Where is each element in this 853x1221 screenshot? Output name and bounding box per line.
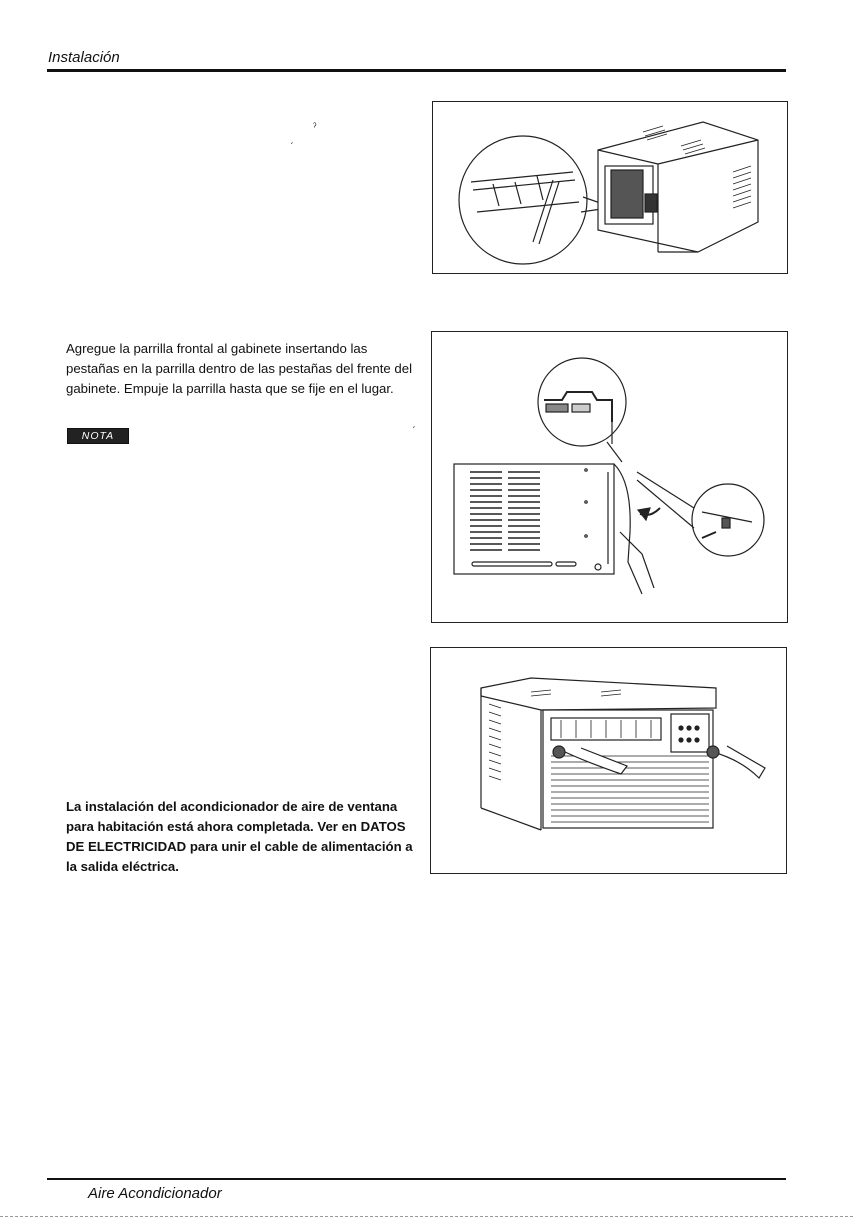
page-edge <box>0 1216 853 1217</box>
figure-attach-grille <box>431 331 788 623</box>
footer-product-name: Aire Acondicionador <box>88 1185 222 1202</box>
step-3-completion-text: La instalación del acondicionador de air… <box>66 799 413 874</box>
step-2-instruction: Agregue la parrilla frontal al gabinete … <box>66 341 413 396</box>
header-rule <box>47 69 786 72</box>
stray-mark: ˀ <box>313 122 317 133</box>
stray-mark: ˏ <box>290 134 294 145</box>
figure-2-illustration <box>453 357 765 595</box>
note-badge: NOTA <box>67 428 129 444</box>
stray-mark: ˏ <box>412 418 416 429</box>
figure-1-illustration <box>458 121 759 265</box>
figure-installation-complete <box>430 647 787 874</box>
footer-rule <box>47 1178 786 1180</box>
figure-3-illustration <box>480 677 766 831</box>
figure-front-grille-tabs <box>432 101 788 274</box>
section-title: Instalación <box>48 49 120 66</box>
